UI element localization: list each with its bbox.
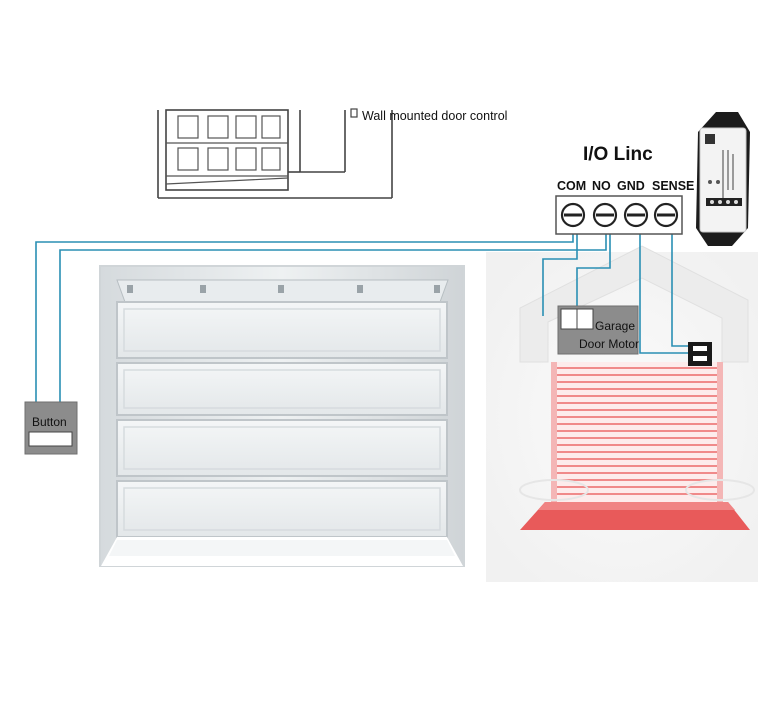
terminal-label-no: NO — [592, 179, 611, 193]
io-linc-title: I/O Linc — [583, 144, 653, 165]
io-linc: I/O Linc COM NO GND SENSE — [555, 144, 694, 235]
motor-terminal-1 — [560, 308, 578, 330]
wire-sense-sensor — [671, 225, 692, 347]
wire-motor-com — [542, 225, 578, 316]
motor-label-line1: Garage — [595, 319, 635, 333]
house-sensor-curtain — [551, 362, 723, 502]
terminal-screw-sense — [653, 202, 679, 228]
wire-motor-no — [576, 225, 611, 316]
garage-door — [99, 265, 465, 567]
button-label: Button — [32, 415, 67, 429]
motor-terminal-2 — [576, 308, 594, 330]
terminal-screw-com — [560, 202, 586, 228]
terminal-label-sense: SENSE — [652, 179, 694, 193]
button-box: Button — [24, 401, 78, 455]
terminal-screw-gnd — [623, 202, 649, 228]
garage-door-motor: Garage Door Motor — [557, 305, 639, 355]
sensor-connector — [688, 342, 712, 366]
terminal-screw-no — [592, 202, 618, 228]
wiring — [35, 225, 692, 402]
wall-control-box-icon — [350, 108, 358, 118]
terminal-label-gnd: GND — [617, 179, 645, 193]
terminal-label-com: COM — [557, 179, 586, 193]
wall-control-sketch: Wall mounted door control — [157, 108, 507, 199]
house-sensor-illustration — [486, 245, 758, 582]
motor-label-line2: Door Motor — [579, 337, 639, 351]
wire-button-no — [59, 225, 607, 402]
button-face — [28, 431, 73, 447]
io-linc-device-photo — [696, 112, 750, 246]
wall-control-label: Wall mounted door control — [362, 109, 507, 123]
wire-gnd-sensor — [639, 225, 692, 354]
